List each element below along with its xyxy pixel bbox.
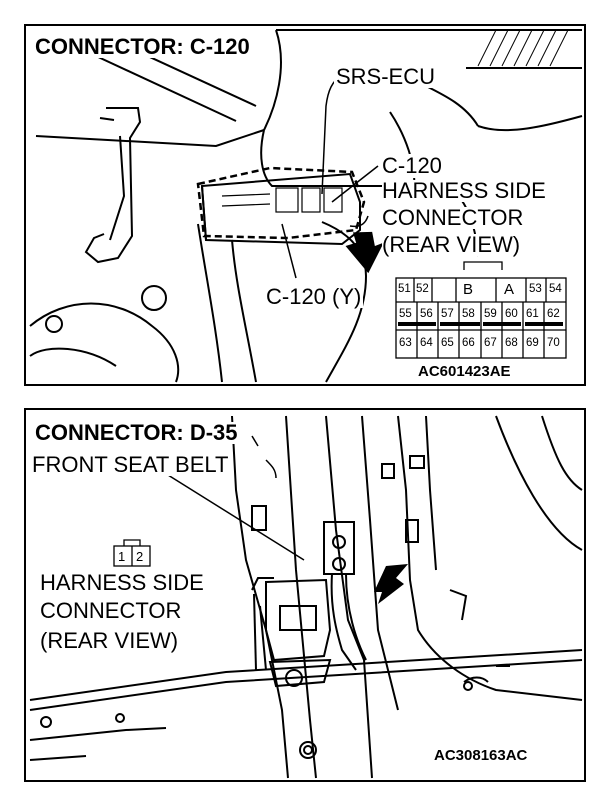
pin-61: 61 xyxy=(526,308,539,320)
pin-54: 54 xyxy=(549,283,562,295)
d35-view-line-1: HARNESS SIDE xyxy=(40,570,204,595)
pin-63: 63 xyxy=(399,337,412,349)
pin-62: 62 xyxy=(547,308,560,320)
pin-68: 68 xyxy=(505,337,518,349)
pin-58: 58 xyxy=(462,308,475,320)
front-seat-belt-label: FRONT SEAT BELT xyxy=(32,454,232,476)
pin-60: 60 xyxy=(505,308,518,320)
pin-64: 64 xyxy=(420,337,433,349)
pin-53: 53 xyxy=(529,283,542,295)
connector-c120-panel: CONNECTOR: C-120 SRS-ECU C-120 HARNESS S… xyxy=(24,24,586,386)
d35-view-line-3: (REAR VIEW) xyxy=(40,628,179,653)
pin-57: 57 xyxy=(441,308,454,320)
d35-title: CONNECTOR: D-35 xyxy=(32,422,241,444)
pin-65: 65 xyxy=(441,337,454,349)
c120-callout-line-2: HARNESS SIDE xyxy=(382,178,546,203)
key-label-a: A xyxy=(504,281,515,298)
c120-title: CONNECTOR: C-120 xyxy=(32,36,253,58)
d35-view-line-2: CONNECTOR xyxy=(40,598,182,623)
pin-51: 51 xyxy=(398,283,411,295)
c120-callout-line-1: C-120 xyxy=(382,153,442,179)
pin-59: 59 xyxy=(484,308,497,320)
srs-ecu-label: SRS-ECU xyxy=(334,64,438,89)
d35-line-drawing xyxy=(29,415,583,779)
c120-line-drawing xyxy=(29,29,583,383)
c120-connector-label: C-120 (Y) xyxy=(264,284,364,309)
pin-56: 56 xyxy=(420,308,433,320)
d35-pin-1: 1 xyxy=(118,549,126,564)
pin-69: 69 xyxy=(526,337,539,349)
pin-67: 67 xyxy=(484,337,497,349)
key-label-b: B xyxy=(463,281,474,298)
d35-pin-2: 2 xyxy=(136,549,144,564)
connector-d35-panel: CONNECTOR: D-35 FRONT SEAT BELT 1 2 HARN… xyxy=(24,408,586,782)
pin-55: 55 xyxy=(399,308,412,320)
pin-52: 52 xyxy=(416,283,429,295)
c120-figure-code: AC601423AE xyxy=(418,363,511,380)
c120-callout-line-4: (REAR VIEW) xyxy=(382,232,521,257)
c120-callout-line-3: CONNECTOR xyxy=(382,205,524,230)
pin-70: 70 xyxy=(547,337,560,349)
d35-figure-code: AC308163AC xyxy=(434,747,528,764)
pin-66: 66 xyxy=(462,337,475,349)
